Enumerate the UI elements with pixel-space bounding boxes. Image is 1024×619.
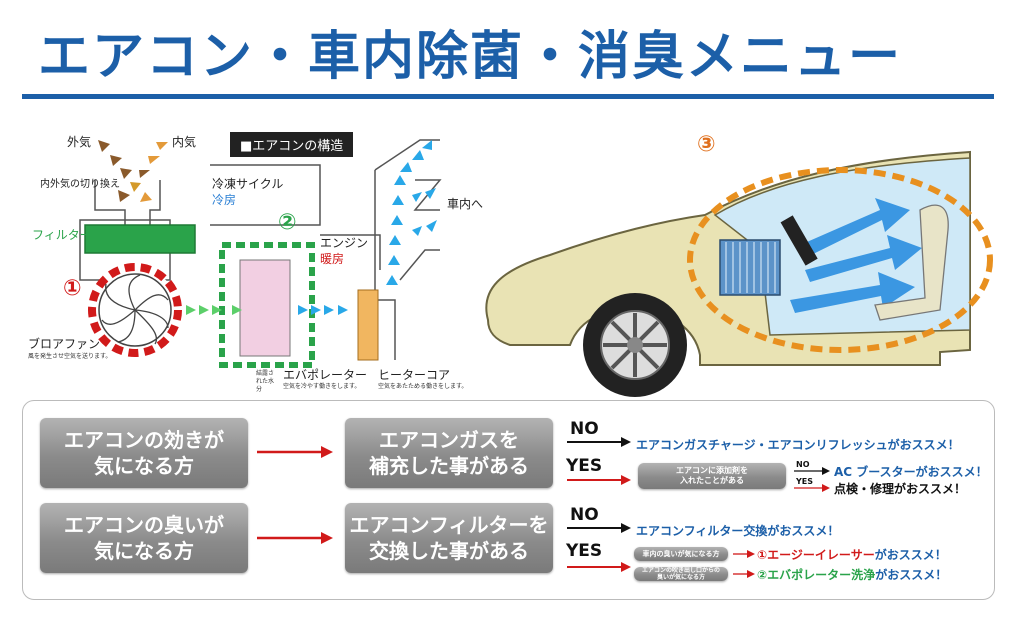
- air-switch-label: 内外気の切り換え: [40, 179, 120, 190]
- row2-sub1-result: ①エージーイレーサーがおススメ！: [757, 548, 947, 562]
- car-illustration: [485, 150, 993, 397]
- arrow-right-icon: [567, 475, 631, 485]
- steering-wheel-icon: [780, 215, 818, 266]
- condition-effectiveness: エアコンの効きが気になる方: [40, 418, 248, 488]
- arrow-right-icon: [733, 570, 755, 578]
- row2-yes-label: YES: [566, 541, 603, 561]
- question-filter-replaced: エアコンフィルターを交換した事がある: [345, 503, 553, 573]
- arrow-right-icon: [567, 523, 631, 533]
- evaporator-label: エバポレーター: [283, 368, 368, 382]
- airflow-arrows-blue: [298, 140, 437, 315]
- blower-fan-label: ブロアファン: [28, 337, 101, 351]
- row1-sub-no-result: AC ブースターがおススメ！: [834, 465, 988, 479]
- row1-sub-yes-result: 点検・修理がおススメ！: [834, 482, 967, 496]
- marker-2: ②: [278, 210, 297, 235]
- title-underline: [22, 94, 994, 99]
- sub-cabin-odor: 車内の臭いが気になる方: [634, 547, 728, 561]
- row2-sub2-result: ②エバポレーター洗浄がおススメ！: [757, 568, 948, 582]
- arrow-right-icon: [733, 550, 755, 558]
- row1-yes-label: YES: [566, 456, 603, 476]
- marker-1: ①: [63, 276, 82, 301]
- airflow-arrows-green: [186, 305, 242, 315]
- row1-sub-yes-label: YES: [796, 477, 814, 486]
- arrow-right-icon: [794, 467, 830, 475]
- refrigeration-cycle-label: 冷凍サイクル: [212, 177, 284, 191]
- arrow-right-icon: [794, 484, 830, 492]
- cabin-filter: [719, 239, 781, 296]
- to-cabin-label: 車内へ: [447, 197, 484, 211]
- sub-question-additive: エアコンに添加剤を入れたことがある: [638, 463, 786, 489]
- cabin-airflow-arrows: [790, 198, 922, 313]
- row1-sub-no-label: NO: [796, 460, 810, 469]
- arrow-right-icon: [567, 437, 631, 447]
- structure-label: ■エアコンの構造: [230, 132, 354, 157]
- air-intake-arrows: [98, 140, 168, 202]
- ac-structure-diagram: [79, 139, 442, 368]
- inside-air-label: 内気: [172, 135, 197, 149]
- arrow-right-icon: [257, 446, 333, 458]
- sub-vent-odor: エアコンの吹き出し口からの臭いが気になる方: [634, 567, 728, 581]
- blower-desc: 風を発生させ空気を送ります。: [28, 353, 112, 360]
- evaporator-desc: 空気を冷やす働きをします。: [283, 383, 361, 390]
- engine-label: エンジン: [320, 236, 369, 250]
- question-gas-refill: エアコンガスを補充した事がある: [345, 418, 553, 488]
- outside-air-label: 外気: [67, 135, 92, 149]
- evaporator-highlight: [219, 242, 315, 368]
- seat: [874, 204, 949, 321]
- row2-no-result: エアコンフィルター交換がおススメ！: [636, 524, 840, 538]
- page-title: エアコン・車内除菌・消臭メニュー: [38, 27, 903, 87]
- cooling-label: 冷房: [212, 193, 237, 207]
- heater-core-label: ヒーターコア: [378, 368, 451, 382]
- heating-label: 暖房: [320, 252, 345, 266]
- heater-desc: 空気をあたためる働きをします。: [378, 383, 468, 390]
- arrow-right-icon: [567, 562, 631, 572]
- row1-no-label: NO: [570, 419, 599, 439]
- filter-label: フィルター: [32, 228, 92, 242]
- marker-3: ③: [697, 132, 716, 157]
- row2-no-label: NO: [570, 505, 599, 525]
- arrow-right-icon: [257, 532, 333, 544]
- condition-odor: エアコンの臭いが気になる方: [40, 503, 248, 573]
- filter-element: [84, 224, 196, 254]
- moisture-note: 結露された水分: [256, 370, 275, 393]
- fan-blades-icon: [101, 274, 169, 345]
- cabin-highlight-ellipse: [687, 167, 993, 353]
- row1-no-result: エアコンガスチャージ・エアコンリフレッシュがおススメ！: [636, 438, 960, 452]
